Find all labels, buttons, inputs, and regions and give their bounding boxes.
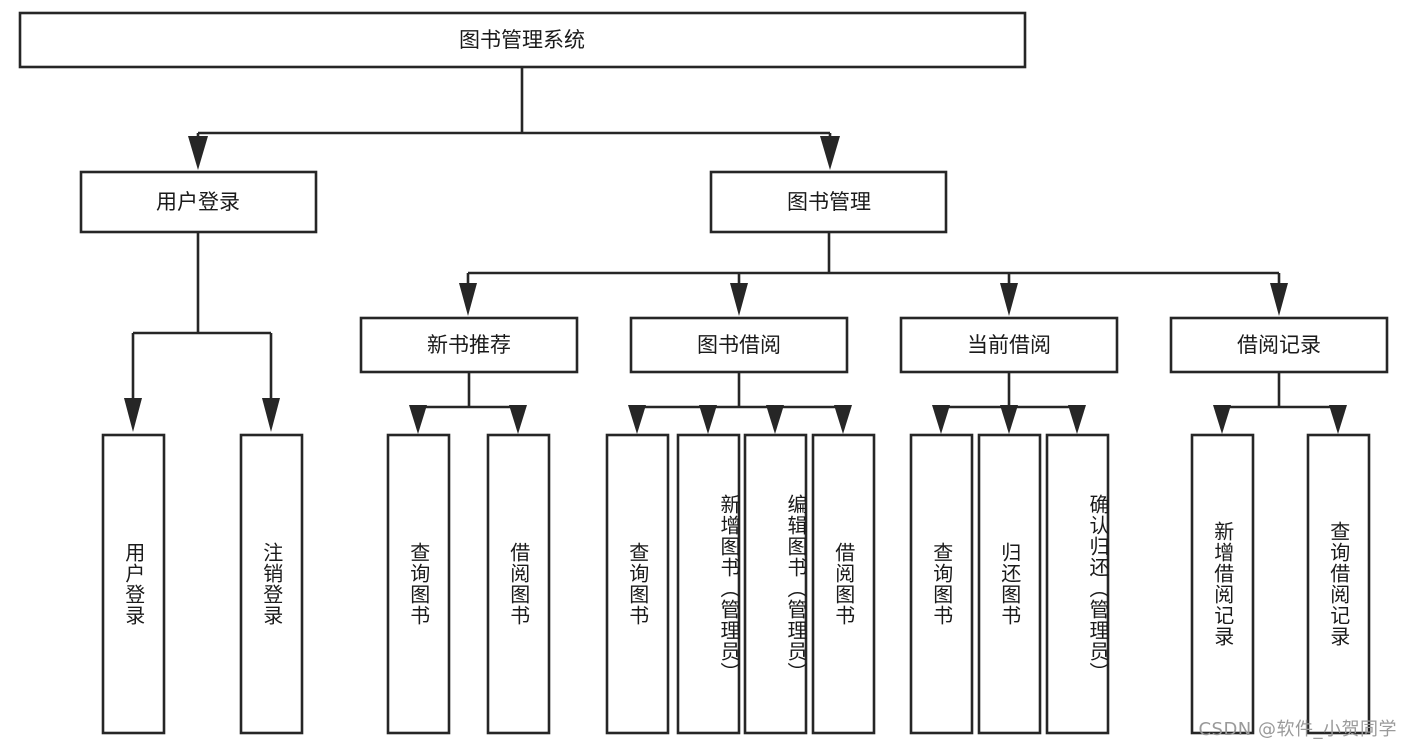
node-new-book-recommend-label: 新书推荐	[427, 333, 511, 357]
arrowhead-bb-leaf-4	[834, 405, 852, 434]
arrowhead-to-borrow-records	[1270, 283, 1288, 316]
arrowhead-br-leaf-1	[1213, 405, 1231, 434]
connector-current-borrow-to-leaves	[932, 372, 1086, 434]
connector-root-to-level2	[188, 67, 840, 170]
leaf-box-book-borrow-3[interactable]	[743, 433, 808, 735]
arrowhead-cb-leaf-1	[932, 405, 950, 434]
node-root[interactable]: 图书管理系统	[18, 11, 1027, 69]
leaf-box-current-borrow-1[interactable]	[909, 433, 974, 735]
leaf-box-new-book-1[interactable]	[386, 433, 451, 735]
arrowhead-to-book-manage	[820, 136, 840, 170]
node-book-borrow-label: 图书借阅	[697, 333, 781, 357]
node-root-box[interactable]	[18, 11, 1027, 69]
node-borrow-records-label: 借阅记录	[1237, 333, 1321, 357]
node-current-borrow-box[interactable]	[899, 316, 1119, 374]
connector-borrow-records-to-leaves	[1213, 372, 1347, 434]
arrowhead-to-current-borrow	[1000, 283, 1018, 316]
arrowhead-to-user-login	[188, 136, 208, 170]
arrowhead-user-login-leaf-2	[262, 398, 280, 432]
arrowhead-cb-leaf-3	[1068, 405, 1086, 434]
node-book-manage-label: 图书管理	[787, 190, 871, 214]
node-book-manage[interactable]: 图书管理	[709, 170, 948, 234]
arrowhead-user-login-leaf-1	[124, 398, 142, 432]
connector-book-borrow-to-leaves	[628, 372, 852, 434]
leaf-box-borrow-records-2[interactable]	[1306, 433, 1371, 735]
arrowhead-br-leaf-2	[1329, 405, 1347, 434]
node-book-borrow-box[interactable]	[629, 316, 849, 374]
node-user-login-label: 用户登录	[156, 190, 240, 214]
arrowhead-bb-leaf-2	[699, 405, 717, 434]
arrowhead-bb-leaf-3	[766, 405, 784, 434]
arrowhead-cb-leaf-2	[1000, 405, 1018, 434]
arrowhead-to-new-book	[459, 283, 477, 316]
node-current-borrow-label: 当前借阅	[967, 333, 1051, 357]
node-new-book-recommend-box[interactable]	[359, 316, 579, 374]
leaf-box-user-login-1[interactable]	[101, 433, 166, 735]
leaf-box-book-borrow-4[interactable]	[811, 433, 876, 735]
arrowhead-nb-leaf-2	[509, 405, 527, 434]
node-book-borrow[interactable]: 图书借阅	[629, 316, 849, 374]
arrowhead-nb-leaf-1	[409, 405, 427, 434]
node-root-label: 图书管理系统	[459, 28, 585, 52]
node-book-manage-box[interactable]	[709, 170, 948, 234]
leaf-box-current-borrow-2[interactable]	[977, 433, 1042, 735]
leaf-box-user-login-2[interactable]	[239, 433, 304, 735]
node-borrow-records[interactable]: 借阅记录	[1169, 316, 1389, 374]
leaf-box-book-borrow-1[interactable]	[605, 433, 670, 735]
connector-user-login-to-leaves	[124, 232, 280, 432]
leaf-box-borrow-records-1[interactable]	[1190, 433, 1255, 735]
node-current-borrow[interactable]: 当前借阅	[899, 316, 1119, 374]
connector-book-manage-to-level3	[459, 232, 1288, 316]
arrowhead-bb-leaf-1	[628, 405, 646, 434]
arrowhead-to-book-borrow	[730, 283, 748, 316]
node-borrow-records-box[interactable]	[1169, 316, 1389, 374]
node-user-login[interactable]: 用户登录	[79, 170, 318, 234]
leaf-box-book-borrow-2[interactable]	[676, 433, 741, 735]
csdn-watermark: CSDN @软件_小贺同学	[1198, 719, 1397, 740]
connector-new-book-to-leaves	[409, 372, 527, 434]
node-new-book-recommend[interactable]: 新书推荐	[359, 316, 579, 374]
leaf-box-new-book-2[interactable]	[486, 433, 551, 735]
leaf-box-current-borrow-3[interactable]	[1045, 433, 1110, 735]
